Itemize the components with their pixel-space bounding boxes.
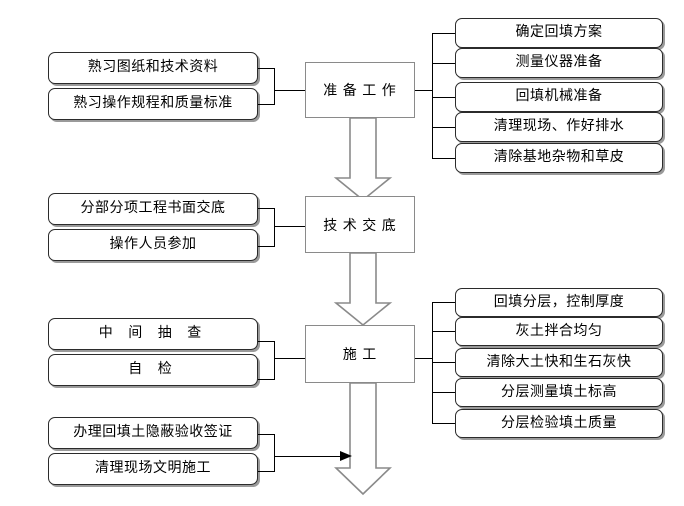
- box-label: 清理现场文明施工: [95, 461, 211, 476]
- box-label: 清理现场、作好排水: [493, 119, 625, 134]
- list-item[interactable]: 清理现场、作好排水: [455, 112, 663, 142]
- connector-line: [258, 434, 275, 435]
- connector-line: [432, 33, 433, 158]
- box-label: 确定回填方案: [515, 25, 603, 40]
- list-item[interactable]: 清除大土快和生石灰快: [455, 348, 663, 377]
- process-node-construct-label: 施 工: [342, 348, 378, 363]
- connector-line: [432, 331, 455, 332]
- connector-line: [274, 434, 275, 472]
- connector-line: [432, 97, 455, 98]
- list-item[interactable]: 分层测量填土标高: [455, 378, 663, 407]
- process-node-prep[interactable]: 准 备 工 作: [305, 62, 415, 118]
- box-label: 中 间 抽 查: [98, 326, 208, 341]
- connector-line: [432, 392, 455, 393]
- list-item[interactable]: 确定回填方案: [455, 18, 663, 48]
- list-item[interactable]: 熟习图纸和技术资料: [48, 52, 258, 84]
- list-item[interactable]: 操作人员参加: [48, 229, 258, 261]
- connector-line: [258, 471, 275, 472]
- box-label: 操作人员参加: [109, 237, 197, 252]
- connector-line: [432, 158, 455, 159]
- list-item[interactable]: 回填分层，控制厚度: [455, 288, 663, 317]
- box-label: 灰土拌合均匀: [515, 323, 603, 339]
- connector-line: [274, 456, 344, 457]
- list-item[interactable]: 测量仪器准备: [455, 48, 663, 78]
- connector-line: [432, 302, 455, 303]
- list-item[interactable]: 灰土拌合均匀: [455, 317, 663, 346]
- connector-line: [432, 127, 455, 128]
- box-label: 分层检验填土质量: [501, 415, 617, 431]
- box-label: 测量仪器准备: [515, 55, 603, 70]
- connector-line: [258, 208, 275, 209]
- list-item[interactable]: 分部分项工程书面交底: [48, 193, 258, 225]
- list-item[interactable]: 回填机械准备: [455, 82, 663, 112]
- list-item[interactable]: 中 间 抽 查: [48, 318, 258, 350]
- connector-line: [432, 362, 455, 363]
- box-label: 清除基地杂物和草皮: [493, 150, 625, 165]
- block-arrow-disclosure-to-construct: [333, 252, 393, 327]
- connector-line: [274, 208, 275, 247]
- list-item[interactable]: 清理现场文明施工: [48, 453, 258, 485]
- list-item[interactable]: 分层检验填土质量: [455, 409, 663, 438]
- process-node-disclosure-label: 技 术 交 底: [323, 218, 397, 234]
- box-label: 熟习图纸和技术资料: [87, 60, 219, 75]
- list-item[interactable]: 清除基地杂物和草皮: [455, 143, 663, 173]
- box-label: 分部分项工程书面交底: [80, 201, 226, 216]
- block-arrow-prep-to-disclosure: [333, 117, 393, 202]
- connector-line: [258, 341, 275, 342]
- list-item[interactable]: 熟习操作规程和质量标准: [48, 88, 258, 120]
- connector-line: [258, 379, 275, 380]
- box-label: 熟习操作规程和质量标准: [73, 96, 233, 111]
- connector-line: [258, 246, 275, 247]
- connector-line: [432, 423, 455, 424]
- connector-line: [274, 68, 275, 105]
- connector-line: [274, 341, 275, 380]
- connector-line: [415, 358, 433, 359]
- connector-line: [415, 90, 433, 91]
- connector-line: [274, 226, 305, 227]
- connector-line: [258, 68, 275, 69]
- box-label: 分层测量填土标高: [501, 384, 617, 400]
- connector-line: [432, 63, 455, 64]
- process-node-prep-label: 准 备 工 作: [323, 84, 397, 99]
- process-node-construct[interactable]: 施 工: [305, 325, 415, 383]
- box-label: 清除大土快和生石灰快: [486, 354, 632, 370]
- connector-line: [274, 358, 305, 359]
- box-label: 自 检: [128, 362, 178, 377]
- list-item[interactable]: 自 检: [48, 354, 258, 386]
- connector-line: [258, 104, 275, 105]
- box-label: 回填机械准备: [515, 89, 603, 104]
- process-node-disclosure[interactable]: 技 术 交 底: [305, 196, 415, 253]
- connector-line: [274, 90, 305, 91]
- list-item[interactable]: 办理回填土隐蔽验收签证: [48, 417, 258, 449]
- box-label: 办理回填土隐蔽验收签证: [73, 425, 233, 440]
- box-label: 回填分层，控制厚度: [493, 294, 625, 310]
- block-arrow-construct-to-exit: [334, 382, 392, 496]
- connector-line: [432, 33, 455, 34]
